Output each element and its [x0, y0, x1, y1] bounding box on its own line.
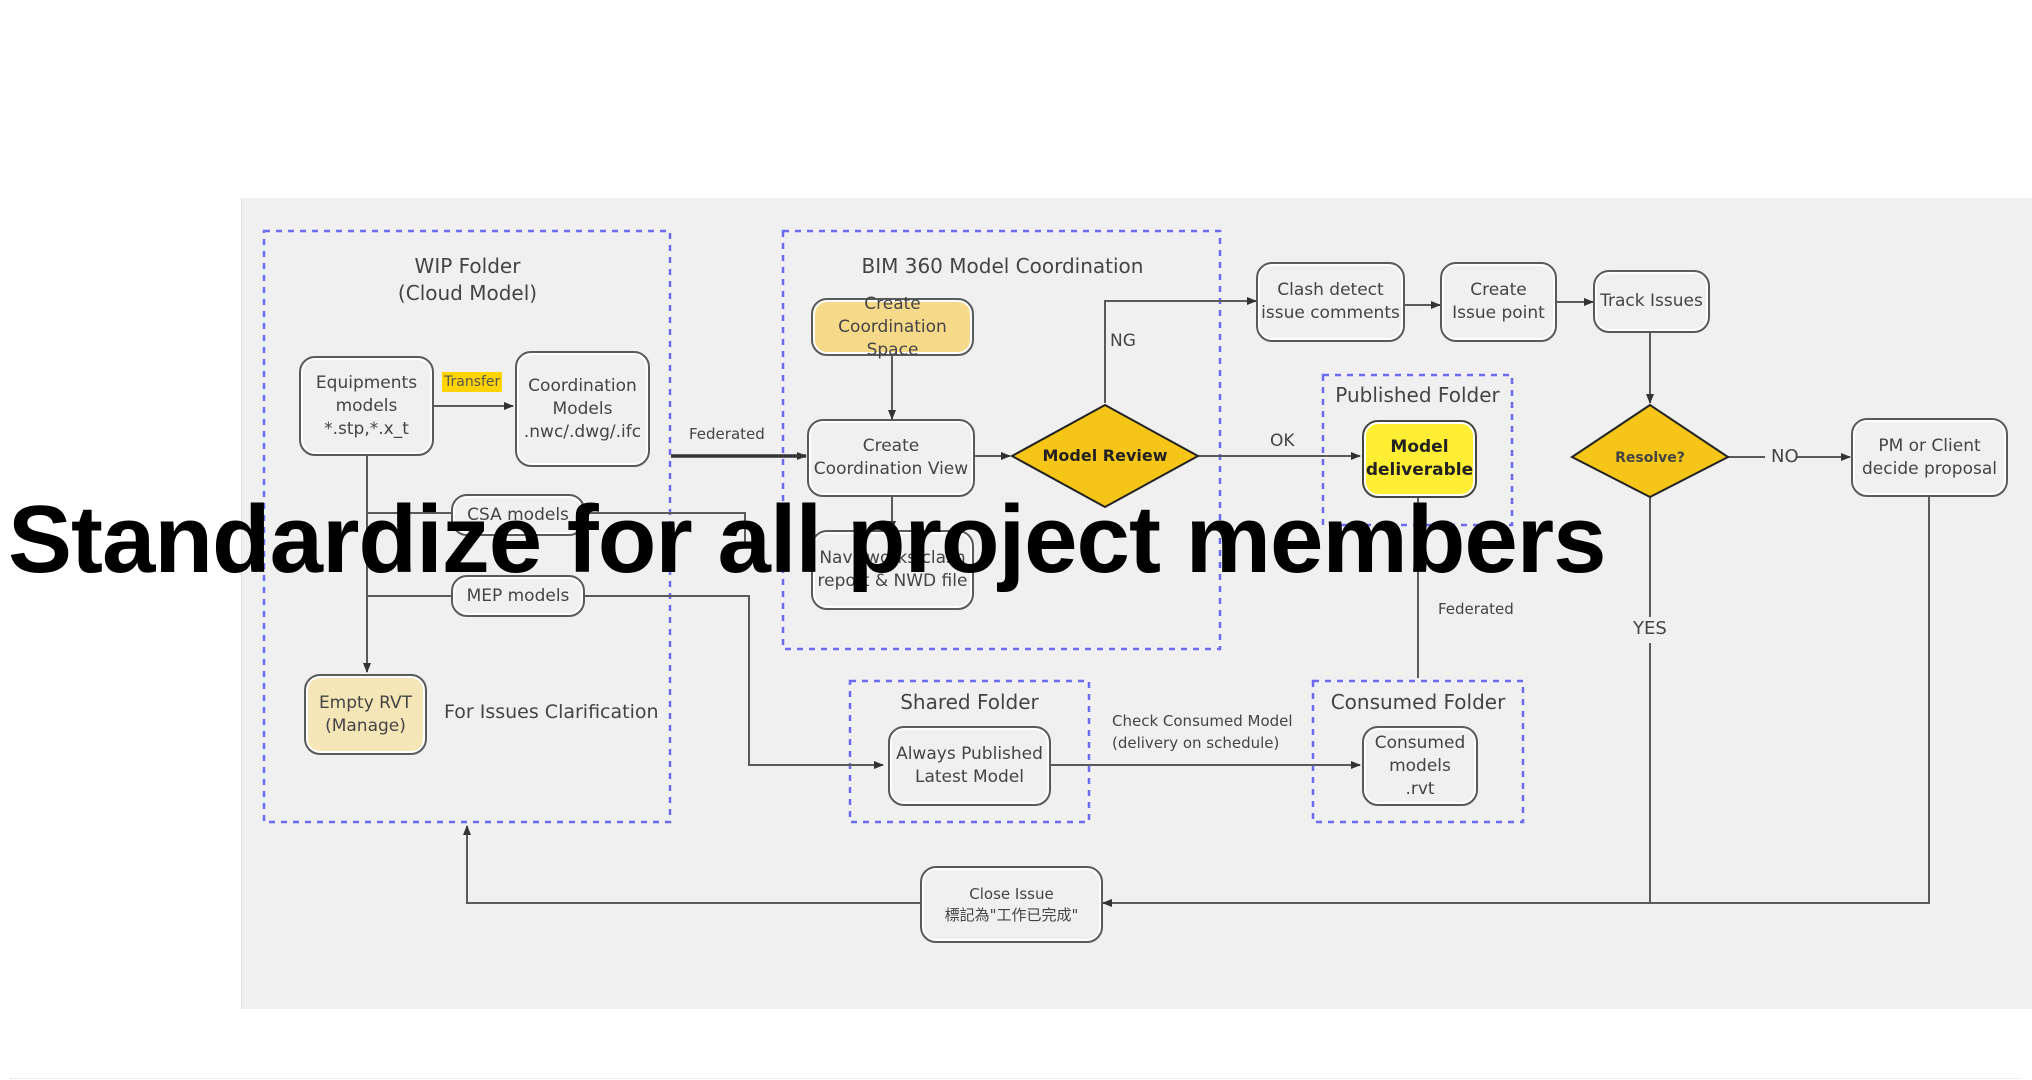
connector-close-to-wip [463, 825, 920, 904]
create-issue-point-node[interactable]: Create Issue point [1440, 262, 1557, 342]
clash-detect-node[interactable]: Clash detect issue comments [1256, 262, 1405, 342]
ng-label: NG [1110, 331, 1136, 351]
equipments-models-node[interactable]: Equipments models *.stp,*.x_t [299, 356, 434, 456]
bim360-folder-title: BIM 360 Model Coordination [861, 254, 1144, 278]
track-issues-node[interactable]: Track Issues [1593, 270, 1710, 333]
coordination-models-node[interactable]: Coordination Models .nwc/.dwg/.ifc [515, 351, 650, 467]
federated-published-label: Federated [1438, 600, 1514, 618]
ok-label: OK [1270, 431, 1295, 451]
consumed-models-node[interactable]: Consumed models .rvt [1362, 726, 1478, 806]
model-review-decision[interactable]: Model Review [1042, 446, 1168, 465]
no-label: NO [1771, 446, 1799, 467]
consumed-folder-title: Consumed Folder [1330, 690, 1506, 714]
create-coordination-space-node[interactable]: Create Coordination Space [811, 294, 974, 360]
for-issues-clarification-label: For Issues Clarification [444, 701, 659, 723]
model-review-decision-shape [1009, 403, 1201, 509]
shared-folder-boundary [848, 679, 1091, 824]
bim360-folder-boundary [781, 229, 1222, 651]
create-coordination-view-node[interactable]: Create Coordination View [807, 419, 975, 497]
empty-rvt-node[interactable]: Empty RVT (Manage) [304, 674, 427, 755]
check-consumed-label: Check Consumed Model (delivery on schedu… [1112, 712, 1293, 752]
connector-pm-to-close [1102, 497, 1930, 907]
published-folder-title: Published Folder [1335, 383, 1500, 407]
mep-models-node[interactable]: MEP models [451, 575, 585, 617]
connector-ng [1104, 297, 1257, 403]
pm-client-decide-node[interactable]: PM or Client decide proposal [1851, 418, 2008, 497]
always-published-node[interactable]: Always Published Latest Model [888, 726, 1051, 806]
close-issue-node[interactable]: Close Issue 標記為"工作已完成" [920, 866, 1103, 943]
federated-label: Federated [689, 425, 765, 443]
page-title: Standardize for all project members [8, 486, 1606, 593]
consumed-folder-boundary [1311, 679, 1525, 824]
yes-label: YES [1633, 618, 1667, 639]
csa-models-node[interactable]: CSA models [451, 494, 585, 536]
bottom-divider [10, 1078, 2020, 1079]
resolve-decision[interactable]: Resolve? [1615, 450, 1685, 466]
connector-mep-row [367, 595, 884, 769]
wip-folder-title: WIP Folder (Cloud Model) [397, 254, 538, 305]
model-deliverable-node[interactable]: Model deliverable [1362, 420, 1477, 498]
wip-folder-boundary [262, 229, 672, 824]
navisworks-report-node[interactable]: Navisworks clash report & NWD file [811, 530, 974, 610]
transfer-label: Transfer [442, 372, 503, 392]
resolve-decision-shape [1570, 403, 1730, 499]
shared-folder-title: Shared Folder [900, 690, 1039, 714]
